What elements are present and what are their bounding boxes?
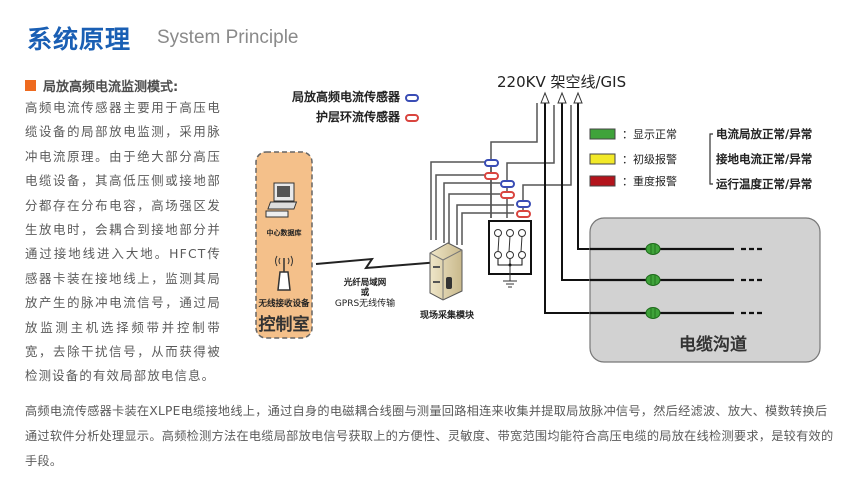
- arrow-up-icon: [557, 91, 567, 104]
- link-label-line1: 光纤局域网: [343, 277, 387, 288]
- status-legend: ：显示正常 ：初级报警 ：重度报警: [589, 128, 677, 188]
- cable-sensor-icon: [645, 243, 661, 255]
- status-primary-alarm-swatch: [589, 153, 616, 165]
- diagram-top-label: 220KV 架空线/GIS: [497, 73, 626, 91]
- link-label-line3: GPRS无线传输: [335, 297, 395, 309]
- sheath-sensor-icon: [500, 191, 515, 199]
- sheath-sensor-icon: [405, 114, 419, 122]
- antenna-label: 无线接收设备: [257, 298, 310, 309]
- arrow-up-icon: [540, 91, 550, 104]
- trench-label: 电缆沟道: [679, 334, 747, 355]
- status-normal-swatch: [589, 128, 616, 140]
- page-title: 系统原理: [27, 25, 132, 54]
- trench-box: [589, 217, 821, 363]
- hfct-sensor-icon: [516, 200, 531, 208]
- status-primary-alarm-label: ：初级报警: [622, 152, 677, 166]
- footer-paragraph: 高频电流传感器卡装在XLPE电缆接地线上，通过自身的电磁耦合线圈与测量回路相连来…: [25, 404, 834, 468]
- link-label-line2: 或: [361, 287, 370, 298]
- hfct-sensor-icon: [500, 180, 515, 188]
- section-paragraph: 高频电流传感器主要用于高压电缆设备的局部放电监测，采用脉冲电流原理。由于绝大部分…: [25, 100, 221, 384]
- status-items: 电流局放正常/异常 接地电流正常/异常 运行温度正常/异常: [709, 127, 812, 191]
- antenna-icon: [275, 255, 293, 291]
- control-room: 中心数据库 无线接收设备 控制室: [255, 151, 313, 339]
- status-item: 电流局放正常/异常: [716, 127, 812, 141]
- cable-sensor-icon: [645, 307, 661, 319]
- grounding-box: [488, 220, 532, 288]
- collector-module-icon: [429, 242, 463, 301]
- status-normal-label: ：显示正常: [622, 128, 677, 141]
- bullet-square-icon: [25, 80, 36, 91]
- status-severe-alarm-swatch: [589, 175, 616, 187]
- status-severe-alarm-label: ：重度报警: [622, 174, 677, 188]
- collector-label: 现场采集模块: [420, 309, 475, 321]
- computer-label: 中心数据库: [267, 228, 302, 237]
- arrow-up-icon: [573, 91, 583, 104]
- bracket-icon: [709, 133, 713, 185]
- section-heading: 局放高频电流监测模式:: [25, 76, 178, 95]
- sheath-sensor-icon: [484, 172, 499, 180]
- status-item: 运行温度正常/异常: [716, 177, 812, 191]
- control-room-title: 控制室: [259, 314, 310, 335]
- sheath-sensor-icon: [516, 210, 531, 218]
- cable-trench: 电缆沟道: [589, 217, 821, 363]
- section-heading-text: 局放高频电流监测模式:: [43, 80, 179, 95]
- wire-sensors: [484, 159, 531, 218]
- sensor-legend: 局放高频电流传感器 护层环流传感器: [292, 89, 419, 124]
- line-arrows: [540, 91, 583, 104]
- ground-icon: [503, 265, 517, 288]
- control-room-box: [255, 151, 313, 339]
- hfct-sensor-icon: [405, 94, 419, 102]
- page-subtitle: System Principle: [157, 27, 299, 48]
- wireless-link-line: [315, 257, 441, 270]
- status-item: 接地电流正常/异常: [716, 152, 812, 166]
- sensor-legend-hfct-label: 局放高频电流传感器: [292, 89, 401, 104]
- hfct-sensor-icon: [484, 159, 499, 167]
- sensor-legend-sheath-label: 护层环流传感器: [316, 109, 401, 124]
- computer-icon: [265, 182, 298, 218]
- cable-sensor-icon: [645, 274, 661, 286]
